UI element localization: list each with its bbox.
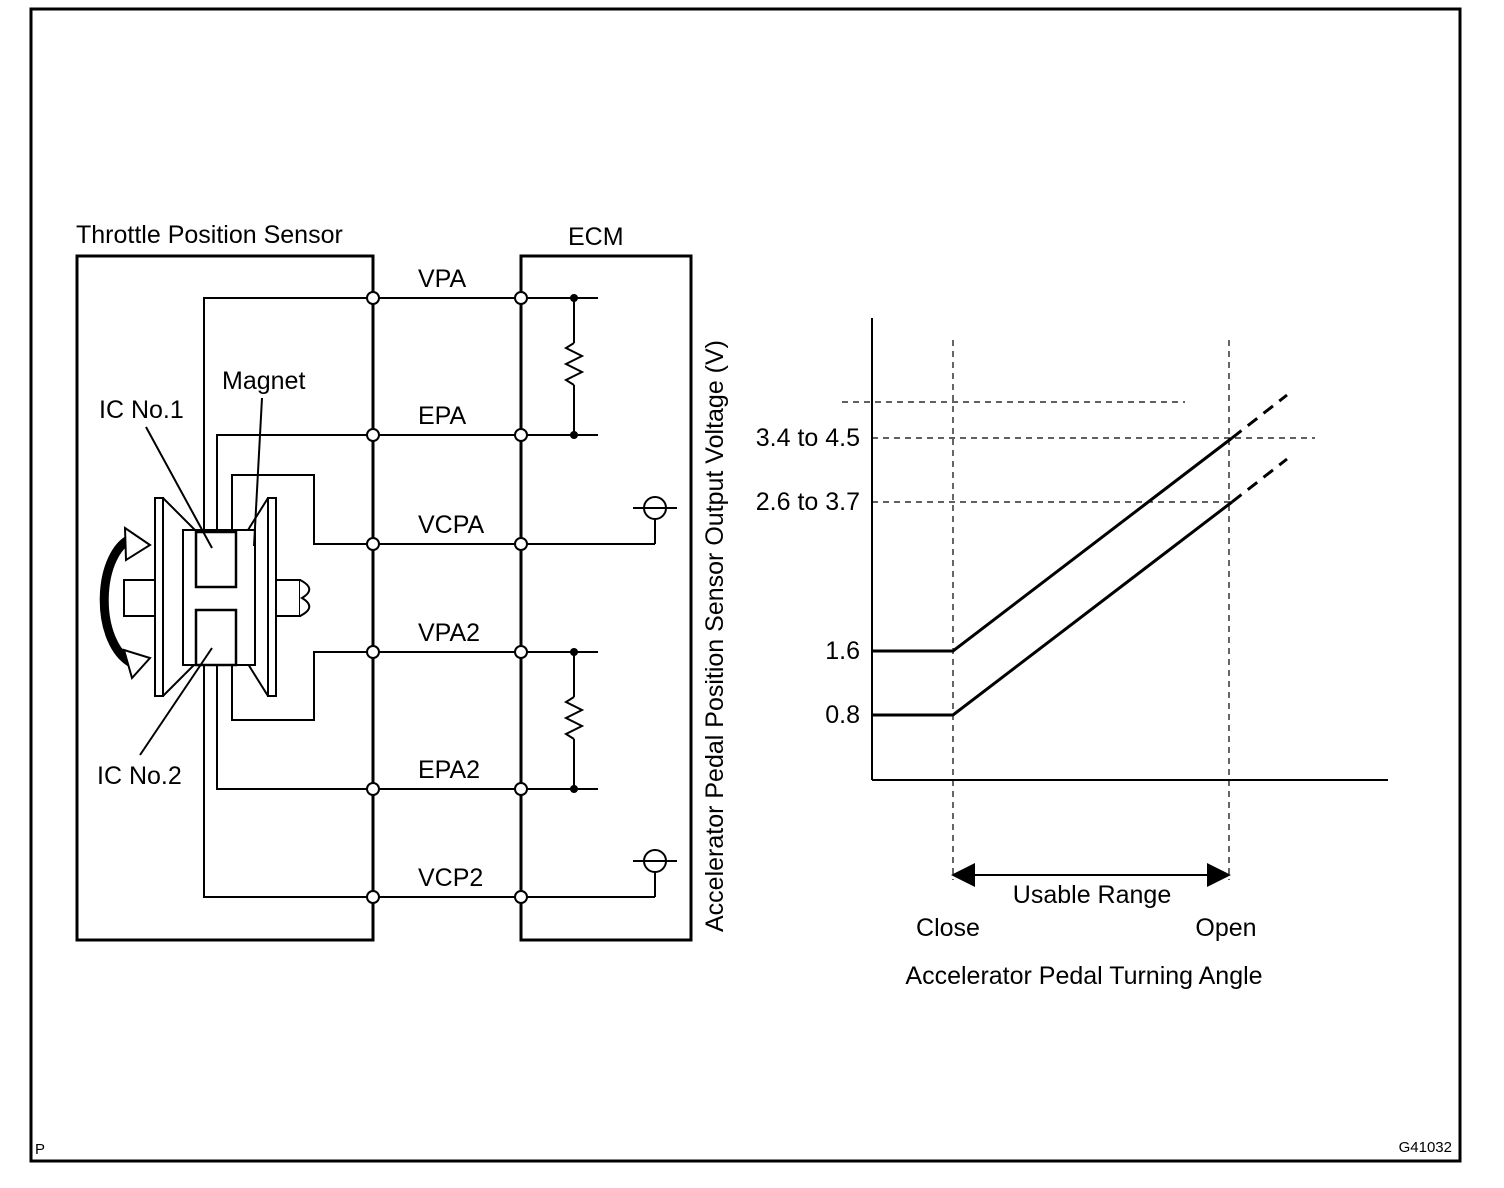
- ecm-box-title: ECM: [568, 223, 624, 251]
- wire-label-epa: EPA: [418, 402, 466, 430]
- guide-lines: [842, 340, 1315, 880]
- ecm-source-vcpa: [521, 496, 677, 545]
- x-open-label: Open: [1195, 914, 1256, 942]
- footer-left-mark: P: [35, 1141, 45, 1158]
- ecm-resistor-vpa2: [521, 651, 598, 790]
- ic-no1-label: IC No.1: [99, 396, 184, 424]
- y-tick-0-8: 0.8: [825, 701, 860, 729]
- usable-range-label: Usable Range: [1013, 881, 1171, 909]
- magnet-leader: [253, 397, 263, 547]
- wire-label-epa2: EPA2: [418, 756, 480, 784]
- x-axis-label: Accelerator Pedal Turning Angle: [905, 962, 1262, 990]
- vpa2-output-line: [872, 457, 1288, 717]
- magnet-label: Magnet: [222, 367, 305, 395]
- ic-no2-chip: [194, 608, 238, 667]
- figure-frame: [29, 7, 1462, 1163]
- ic-no1-chip: [194, 530, 238, 589]
- wire-label-vcp2: VCP2: [418, 864, 483, 892]
- sensor-box: [75, 254, 375, 942]
- figure-id: G41032: [1399, 1139, 1452, 1156]
- y-tick-2-6-to-3-7: 2.6 to 3.7: [756, 488, 860, 516]
- wire-label-vpa: VPA: [418, 265, 466, 293]
- ic-no2-label: IC No.2: [97, 762, 182, 790]
- x-close-label: Close: [916, 914, 980, 942]
- wire-lines: [373, 297, 521, 898]
- sensor-box-title: Throttle Position Sensor: [76, 221, 343, 249]
- vpa-output-line: [872, 393, 1288, 653]
- ic-no1-leader: [145, 426, 213, 549]
- ecm-source-vcp2: [521, 849, 677, 898]
- ic-no2-leader: [139, 647, 213, 756]
- shaft-end: [299, 579, 311, 617]
- wiring-diagram: Throttle Position Sensor ECM VPA EPA VCP…: [75, 221, 693, 942]
- y-tick-1-6: 1.6: [825, 637, 860, 665]
- junction-dots: [570, 294, 578, 793]
- wire-label-vcpa: VCPA: [418, 511, 485, 539]
- output-graph: Accelerator Pedal Position Sensor Output…: [701, 318, 1388, 990]
- terminals: [366, 291, 528, 904]
- ecm-box: [519, 254, 693, 942]
- rotation-arrow-icon: [99, 526, 152, 681]
- ecm-resistor-vpa: [521, 297, 598, 436]
- wire-label-vpa2: VPA2: [418, 619, 480, 647]
- y-axis-label: Accelerator Pedal Position Sensor Output…: [701, 340, 729, 932]
- y-tick-3-4-to-4-5: 3.4 to 4.5: [756, 424, 860, 452]
